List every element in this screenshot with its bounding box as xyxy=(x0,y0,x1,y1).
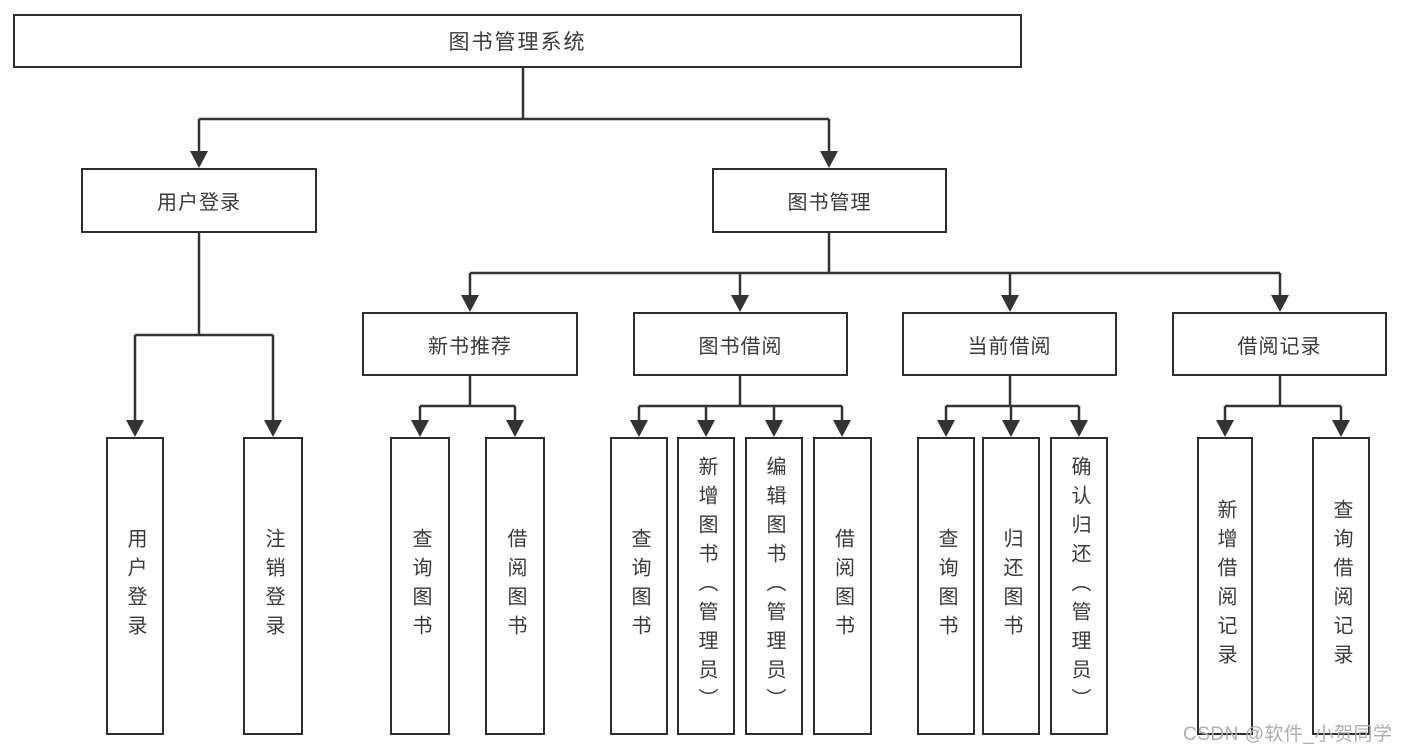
node-current-borrowing: 当前借阅 xyxy=(902,312,1117,376)
leaf-borrow-books-2: 借阅图书 xyxy=(813,437,872,735)
leaf-confirm-return-admin: 确认归还（管理员） xyxy=(1050,437,1108,735)
leaf-logout-label: 注销登录 xyxy=(262,528,284,644)
node-root-label: 图书管理系统 xyxy=(448,31,587,54)
leaf-edit-book-admin: 编辑图书（管理员） xyxy=(745,437,803,735)
leaf-edit-book-admin-label: 编辑图书（管理员） xyxy=(763,455,785,717)
leaf-query-borrow-record-label: 查询借阅记录 xyxy=(1330,499,1352,673)
leaf-borrow-books-1-label: 借阅图书 xyxy=(504,528,526,644)
leaf-return-book-label: 归还图书 xyxy=(1000,528,1022,644)
leaf-query-books-3: 查询图书 xyxy=(917,437,975,735)
leaf-add-book-admin-label: 新增图书（管理员） xyxy=(695,455,717,717)
leaf-query-borrow-record: 查询借阅记录 xyxy=(1312,437,1370,735)
leaf-query-books-2-label: 查询图书 xyxy=(628,528,650,644)
node-new-book-recommend: 新书推荐 xyxy=(362,312,578,376)
leaf-borrow-books-1: 借阅图书 xyxy=(485,437,545,735)
node-user-login: 用户登录 xyxy=(81,168,317,233)
leaf-add-borrow-record-label: 新增借阅记录 xyxy=(1214,499,1236,673)
leaf-user-login-label: 用户登录 xyxy=(124,528,146,644)
leaf-add-book-admin: 新增图书（管理员） xyxy=(677,437,735,735)
leaf-query-books-3-label: 查询图书 xyxy=(935,528,957,644)
node-book-borrowing-label: 图书借阅 xyxy=(698,335,783,358)
node-current-borrowing-label: 当前借阅 xyxy=(967,335,1052,358)
leaf-query-books-1: 查询图书 xyxy=(390,437,450,735)
leaf-confirm-return-admin-label: 确认归还（管理员） xyxy=(1068,455,1090,717)
leaf-logout: 注销登录 xyxy=(243,437,303,735)
node-new-book-recommend-label: 新书推荐 xyxy=(428,335,512,358)
leaf-return-book: 归还图书 xyxy=(982,437,1040,735)
node-user-login-label: 用户登录 xyxy=(157,192,241,214)
csdn-watermark: CSDN @软件_小贺同学 xyxy=(1183,724,1393,745)
node-book-borrowing: 图书借阅 xyxy=(633,312,848,376)
node-borrowing-records: 借阅记录 xyxy=(1172,312,1387,376)
leaf-borrow-books-2-label: 借阅图书 xyxy=(831,528,854,644)
leaf-query-books-2: 查询图书 xyxy=(610,437,668,735)
node-root-library-system: 图书管理系统 xyxy=(13,14,1022,68)
leaf-add-borrow-record: 新增借阅记录 xyxy=(1197,437,1253,735)
node-book-management-label: 图书管理 xyxy=(787,192,872,214)
leaf-query-books-1-label: 查询图书 xyxy=(409,528,431,644)
leaf-user-login: 用户登录 xyxy=(106,437,164,735)
node-borrowing-records-label: 借阅记录 xyxy=(1237,335,1322,358)
node-book-management: 图书管理 xyxy=(712,168,947,233)
